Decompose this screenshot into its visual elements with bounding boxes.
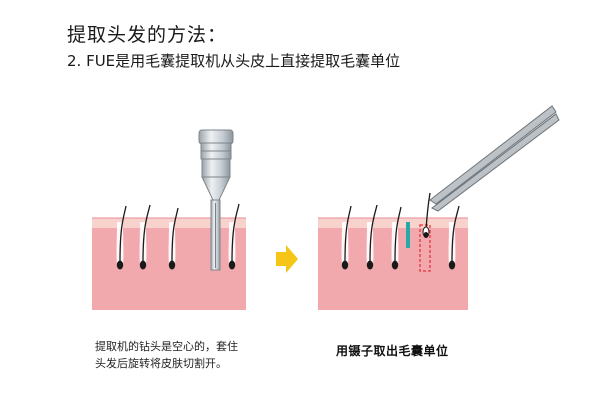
caption-right: 用镊子取出毛囊单位 [336, 344, 449, 358]
hair-follicle [139, 204, 151, 270]
incision-marker [406, 222, 410, 248]
hair-follicles-left [116, 203, 240, 270]
diagram-title: 提取头发的方法： [67, 24, 228, 46]
hair-follicle [168, 207, 179, 270]
hair-follicle [448, 205, 460, 270]
hair-follicle [228, 203, 240, 270]
tweezers-icon [422, 105, 560, 238]
caption-left-line1: 提取机的钻头是空心的，套住 [95, 340, 238, 353]
caption-left-line2: 头发后旋转将皮肤切割开。 [95, 357, 227, 370]
hair-follicles-right [341, 204, 460, 270]
hair-follicle [116, 205, 127, 270]
arrow-right-icon [276, 245, 298, 273]
caption-left: 提取机的钻头是空心的，套住 头发后旋转将皮肤切割开。 [95, 338, 295, 372]
punch-drill-icon [198, 129, 234, 271]
diagram-subtitle: 2. FUE是用毛囊提取机从头皮上直接提取毛囊单位 [67, 52, 401, 70]
hair-follicle [341, 205, 352, 270]
extracted-graft-outline [419, 224, 431, 272]
hair-follicle [366, 204, 378, 270]
hair-follicle [391, 206, 402, 270]
